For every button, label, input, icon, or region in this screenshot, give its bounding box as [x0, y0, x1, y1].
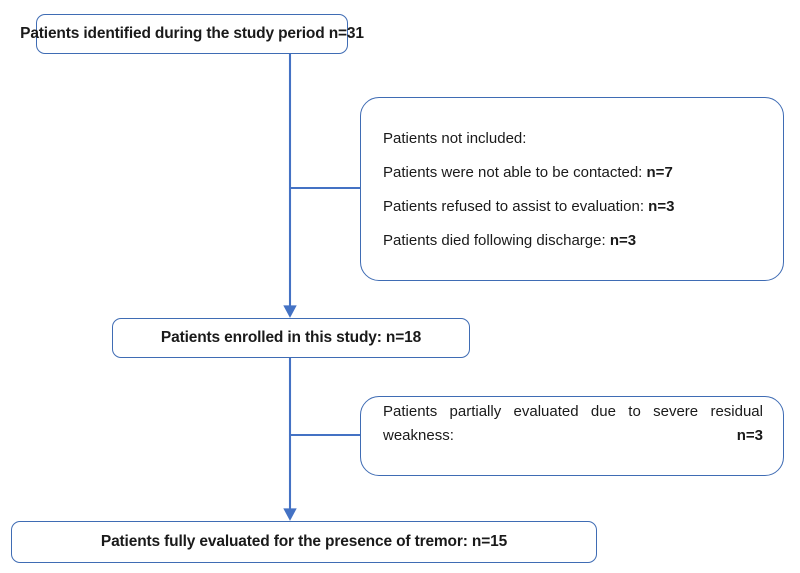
excluded-heading: Patients not included:	[383, 129, 527, 147]
node-identified-label: Patients identified during the study per…	[20, 25, 364, 42]
excluded-reason-not-contacted: Patients were not able to be contacted: …	[383, 164, 763, 181]
node-patients-not-included: Patients not included: Patients were not…	[360, 97, 784, 281]
excluded-reason-refused-count: n=3	[648, 197, 675, 215]
partial-evaluation-text: Patients partially evaluated due to seve…	[383, 400, 763, 473]
node-enrolled-label: Patients enrolled in this study: n=18	[160, 329, 422, 346]
excluded-reason-died-label: Patients died following discharge:	[383, 231, 610, 249]
node-patients-enrolled: Patients enrolled in this study: n=18	[112, 318, 470, 358]
excluded-reason-died-count: n=3	[609, 231, 637, 249]
node-patients-identified: Patients identified during the study per…	[20, 14, 364, 54]
excluded-reason-refused-label: Patients refused to assist to evaluation…	[383, 197, 649, 215]
node-patients-fully-evaluated: Patients fully evaluated for the presenc…	[11, 521, 597, 563]
excluded-reason-not-contacted-count: n=7	[646, 163, 673, 181]
node-final-label: Patients fully evaluated for the presenc…	[100, 533, 508, 550]
excluded-reason-died: Patients died following discharge: n=3	[383, 232, 763, 249]
excluded-reason-not-contacted-label: Patients were not able to be contacted:	[383, 163, 647, 181]
partial-evaluation-count: n=3	[736, 426, 763, 444]
node-patients-partially-evaluated: Patients partially evaluated due to seve…	[360, 396, 784, 476]
excluded-reason-refused: Patients refused to assist to evaluation…	[383, 198, 763, 215]
partial-evaluation-label: Patients partially evaluated due to seve…	[383, 402, 763, 444]
